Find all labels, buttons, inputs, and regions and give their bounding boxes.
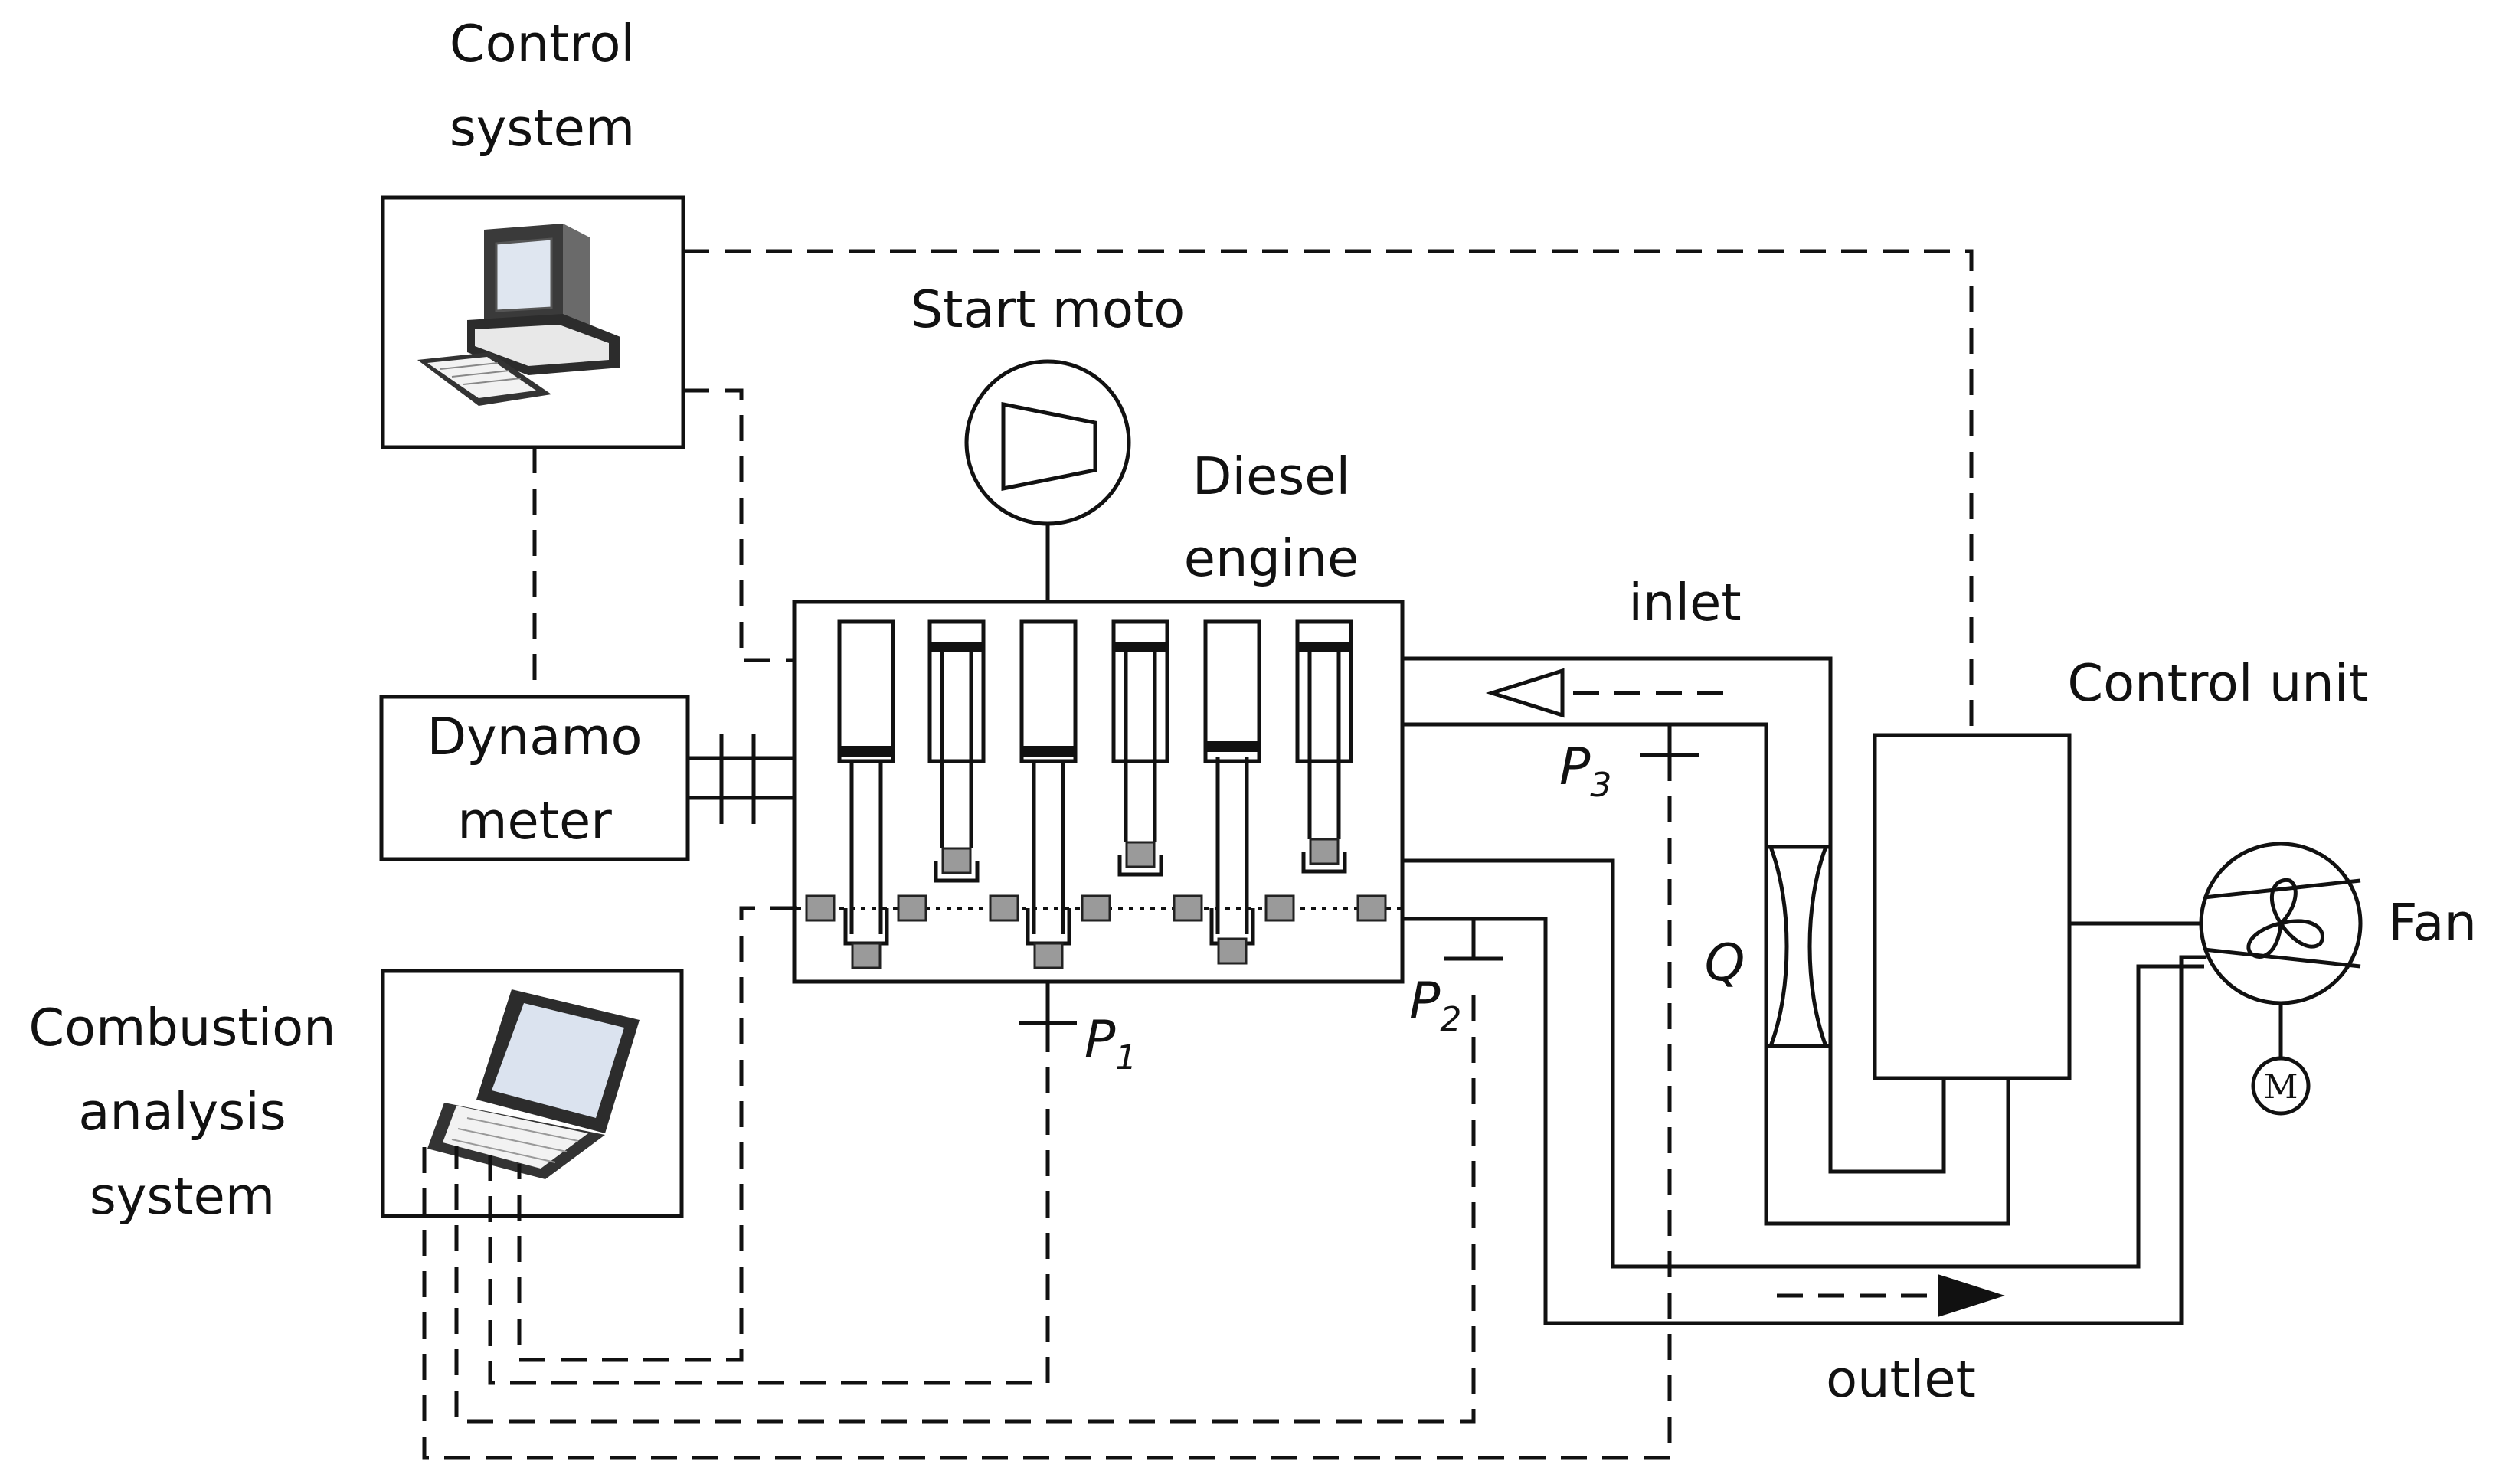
- fan: M Fan: [2199, 842, 2477, 1116]
- control-system-label-line1: Control: [450, 14, 635, 74]
- cylinder-4: [1111, 619, 1169, 877]
- coupling-icon: [688, 734, 794, 824]
- cylinder-1: [837, 619, 895, 969]
- combustion-analysis-system: Combustion analysis system: [28, 969, 684, 1226]
- inlet-outer-pipe: [1402, 656, 1946, 1174]
- signal-control-to-control-unit: [683, 249, 1974, 735]
- combustion-analysis-label-line1: Combustion: [28, 998, 335, 1057]
- combustion-analysis-label-line2: analysis: [78, 1082, 286, 1142]
- diesel-engine: Diesel engine: [792, 446, 1405, 984]
- control-unit-label: Control unit: [2067, 653, 2368, 713]
- outlet-arrow: [1777, 1274, 2005, 1317]
- outlet-outer-pipe: [1402, 917, 2206, 1325]
- pressure-sensor-p3: P3: [1559, 724, 1699, 805]
- start-motor-label: Start moto: [911, 279, 1186, 339]
- p3-label: P3: [1559, 737, 1611, 805]
- cylinder-6: [1295, 619, 1353, 874]
- diesel-engine-label-line1: Diesel: [1192, 446, 1350, 506]
- signal-control-to-engine: [683, 388, 794, 662]
- desktop-computer-icon: [417, 224, 620, 406]
- outlet-label: outlet: [1826, 1349, 1976, 1409]
- crank-bearing-sensors: [805, 894, 1387, 922]
- fan-blades-icon: [2246, 878, 2324, 959]
- dynamometer-box: [379, 695, 690, 861]
- signal-lines: [422, 249, 1974, 1460]
- start-motor-symbol: [964, 359, 1131, 526]
- outlet-inner-pipe: [1402, 858, 2204, 1269]
- signal-p3-to-analysis: [422, 755, 1672, 1460]
- signal-p2-to-analysis: [454, 995, 1476, 1424]
- control-system: Control system: [381, 14, 685, 449]
- motor-symbol-icon: [2251, 1056, 2311, 1116]
- fan-label: Fan: [2388, 893, 2477, 953]
- cylinder-3: [1019, 619, 1078, 969]
- control-unit: Control unit: [1873, 653, 2369, 1080]
- cylinder-5: [1203, 619, 1261, 965]
- signal-p1-to-analysis: [488, 1026, 1050, 1385]
- inlet-label: inlet: [1628, 573, 1741, 632]
- inlet-arrow: [1485, 668, 1723, 718]
- flow-meter-icon: [1766, 845, 1830, 1048]
- motor-symbol-label: M: [2263, 1067, 2298, 1106]
- pressure-sensor-p1: P1: [1019, 982, 1137, 1077]
- start-motor-icon: [1001, 401, 1097, 492]
- cylinder-2: [927, 619, 986, 883]
- flow-meter-label: Q: [1705, 933, 1745, 992]
- p2-label: P2: [1409, 971, 1461, 1039]
- control-unit-box: [1873, 733, 2072, 1080]
- diesel-engine-label-line2: engine: [1184, 528, 1359, 588]
- dynamometer-label-line2: meter: [457, 791, 612, 851]
- start-motor: Start moto: [911, 279, 1186, 602]
- p1-label: P1: [1084, 1009, 1137, 1077]
- inlet-inner-pipe: [1402, 722, 2010, 1226]
- signal-crank-to-analysis: [517, 906, 797, 1362]
- dynamometer: Dynamo meter: [379, 695, 794, 861]
- laptop-icon: [427, 989, 640, 1179]
- pressure-sensor-p2: P2: [1409, 919, 1503, 1039]
- control-system-label-line2: system: [450, 98, 635, 158]
- combustion-analysis-label-line3: system: [90, 1166, 275, 1226]
- air-ducts: Q: [1402, 656, 2206, 1325]
- dynamometer-label-line1: Dynamo: [427, 707, 642, 767]
